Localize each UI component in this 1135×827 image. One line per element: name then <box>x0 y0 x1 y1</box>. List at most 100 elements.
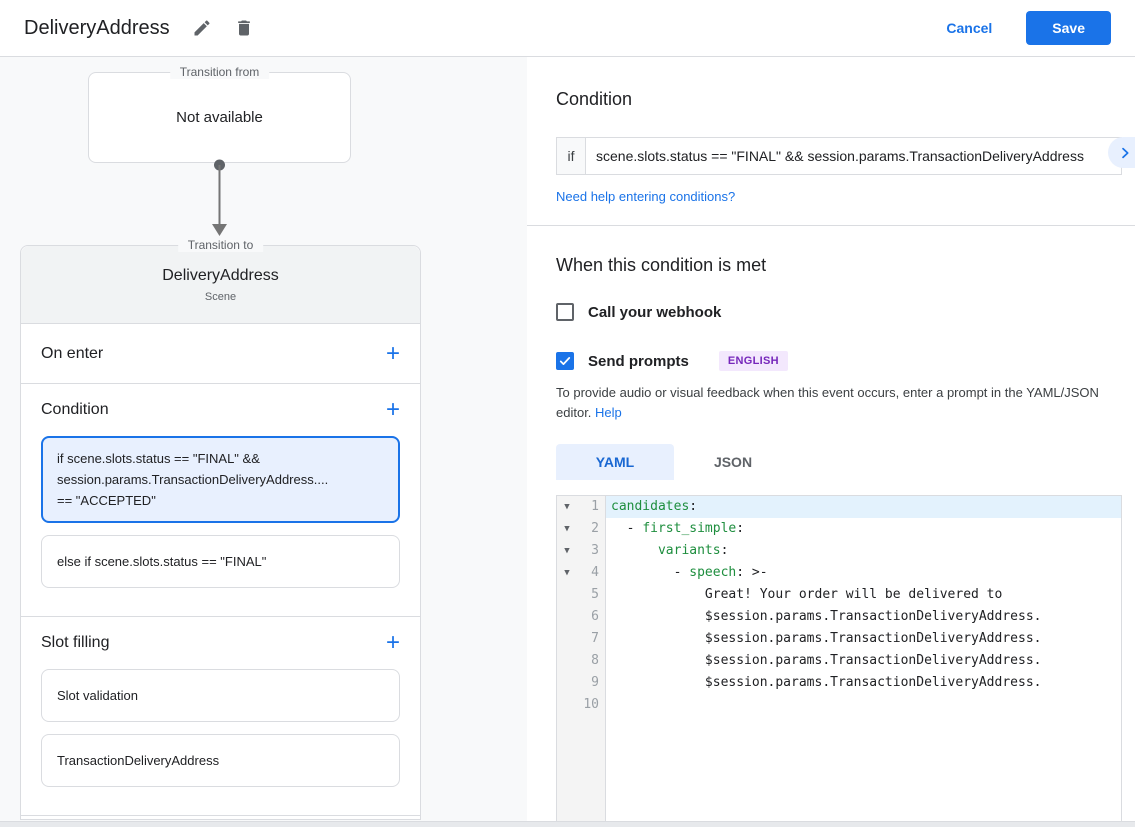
line-number: 10 <box>583 697 599 712</box>
code-line: $session.params.TransactionDeliveryAddre… <box>611 609 1042 624</box>
fold-toggle-icon[interactable]: ▼ <box>564 502 570 512</box>
condition-section-header: Condition + <box>21 384 420 436</box>
condition-line: == "ACCEPTED" <box>57 493 156 508</box>
scene-card-header[interactable]: DeliveryAddress Scene <box>21 246 420 324</box>
condition-detail-panel: Condition if scene.slots.status == "FINA… <box>527 57 1135 827</box>
condition-panel-title: Condition <box>556 89 633 109</box>
gutter-row: 6 <box>557 606 605 628</box>
condition-line: else if scene.slots.status == "FINAL" <box>57 554 267 569</box>
tab-json[interactable]: JSON <box>713 454 753 470</box>
yaml-code-editor[interactable]: ▼1 ▼2 ▼3 ▼4 5 6 7 8 9 10 candidates: - f… <box>556 495 1122 827</box>
condition-line: if scene.slots.status == "FINAL" && <box>57 451 260 466</box>
line-number: 2 <box>591 521 599 536</box>
scene-flow-panel: Transition from Not available Transition… <box>0 57 527 827</box>
condition-section-label: Condition <box>41 401 109 418</box>
code-line: - speech: >- <box>611 565 768 580</box>
code-line: $session.params.TransactionDeliveryAddre… <box>611 631 1042 646</box>
gutter-row: ▼1 <box>557 496 605 518</box>
gutter-row: 5 <box>557 584 605 606</box>
line-number: 8 <box>591 653 599 668</box>
chevron-right-icon <box>1121 147 1129 158</box>
gutter-row: ▼2 <box>557 518 605 540</box>
call-webhook-checkbox[interactable] <box>556 303 574 321</box>
call-webhook-label: Call your webhook <box>588 303 722 321</box>
send-prompts-checkbox[interactable] <box>556 352 574 370</box>
add-on-enter-button[interactable]: + <box>385 339 400 367</box>
slot-filling-section: Slot filling + Slot validation Transacti… <box>21 617 420 816</box>
gutter-row: 7 <box>557 628 605 650</box>
transition-arrow <box>212 159 227 236</box>
transition-to-label: Transition to <box>177 238 264 252</box>
collapse-panel-button[interactable] <box>1108 137 1135 168</box>
slot-card-label: Slot validation <box>57 688 138 703</box>
scene-card: Transition to DeliveryAddress Scene On e… <box>20 238 421 820</box>
on-enter-label: On enter <box>41 344 104 362</box>
condition-line: session.params.TransactionDeliveryAddres… <box>57 472 329 487</box>
edit-icon[interactable] <box>192 18 212 38</box>
on-enter-section[interactable]: On enter + <box>21 324 420 384</box>
main-content: Transition from Not available Transition… <box>0 57 1135 827</box>
editor-tabs: YAML JSON <box>556 444 1122 480</box>
fold-toggle-icon[interactable]: ▼ <box>564 524 570 534</box>
fold-toggle-icon[interactable]: ▼ <box>564 546 570 556</box>
condition-card-selected[interactable]: if scene.slots.status == "FINAL" && sess… <box>41 436 400 523</box>
send-prompts-row: Send prompts ENGLISH <box>556 351 1122 371</box>
line-number: 4 <box>591 565 599 580</box>
slot-filling-section-header: Slot filling + <box>21 617 420 669</box>
cancel-button[interactable]: Cancel <box>946 20 993 36</box>
editor-gutter: ▼1 ▼2 ▼3 ▼4 5 6 7 8 9 10 <box>557 496 606 827</box>
horizontal-scrollbar[interactable] <box>0 821 1135 827</box>
when-condition-met-title: When this condition is met <box>556 255 767 275</box>
gutter-row: 8 <box>557 650 605 672</box>
line-number: 1 <box>591 499 599 514</box>
help-link[interactable]: Help <box>595 405 622 420</box>
condition-input-row: if scene.slots.status == "FINAL" && sess… <box>556 137 1122 175</box>
code-line: $session.params.TransactionDeliveryAddre… <box>611 653 1042 668</box>
gutter-row: 9 <box>557 672 605 694</box>
transition-from-label: Transition from <box>169 65 270 79</box>
line-number: 5 <box>591 587 599 602</box>
code-line: - first_simple: <box>611 521 745 536</box>
delete-icon[interactable] <box>234 18 254 38</box>
line-number: 9 <box>591 675 599 690</box>
language-badge: ENGLISH <box>718 351 788 371</box>
slot-card-transaction-delivery-address[interactable]: TransactionDeliveryAddress <box>41 734 400 787</box>
top-bar: DeliveryAddress Cancel Save <box>0 0 1135 57</box>
fold-toggle-icon[interactable]: ▼ <box>564 568 570 578</box>
editor-code-area[interactable]: candidates: - first_simple: variants: - … <box>606 496 1121 827</box>
add-condition-button[interactable]: + <box>385 396 400 423</box>
conditions-help-link[interactable]: Need help entering conditions? <box>556 189 736 204</box>
condition-expression-input[interactable]: scene.slots.status == "FINAL" && session… <box>596 148 1084 164</box>
page-title: DeliveryAddress <box>24 16 170 39</box>
line-number: 6 <box>591 609 599 624</box>
add-slot-button[interactable]: + <box>385 629 400 656</box>
prompt-hint: To provide audio or visual feedback when… <box>556 383 1126 423</box>
panel-divider <box>527 225 1135 226</box>
condition-section: Condition + if scene.slots.status == "FI… <box>21 384 420 617</box>
condition-card-else[interactable]: else if scene.slots.status == "FINAL" <box>41 535 400 588</box>
line-number: 3 <box>591 543 599 558</box>
gutter-row: ▼4 <box>557 562 605 584</box>
code-line: candidates: <box>606 496 1121 518</box>
code-line: variants: <box>657 543 729 558</box>
line-number: 7 <box>591 631 599 646</box>
transition-from-value: Not available <box>176 109 263 126</box>
slot-card-validation[interactable]: Slot validation <box>41 669 400 722</box>
code-line: $session.params.TransactionDeliveryAddre… <box>611 675 1042 690</box>
send-prompts-label: Send prompts <box>588 352 689 370</box>
checkmark-icon <box>559 357 571 365</box>
code-line <box>606 694 1121 716</box>
slot-filling-label: Slot filling <box>41 634 110 651</box>
prompt-hint-text: To provide audio or visual feedback when… <box>556 385 1099 420</box>
if-prefix: if <box>557 138 586 174</box>
scene-name: DeliveryAddress <box>162 266 279 284</box>
gutter-row: ▼3 <box>557 540 605 562</box>
gutter-row: 10 <box>557 694 605 716</box>
scene-type-label: Scene <box>204 290 237 303</box>
slot-card-label: TransactionDeliveryAddress <box>57 753 220 768</box>
code-line: Great! Your order will be delivered to <box>611 587 1003 602</box>
save-button[interactable]: Save <box>1026 11 1111 45</box>
call-webhook-row: Call your webhook <box>556 303 1122 321</box>
tab-yaml[interactable]: YAML <box>556 444 674 480</box>
transition-from-box: Transition from Not available <box>88 65 351 163</box>
